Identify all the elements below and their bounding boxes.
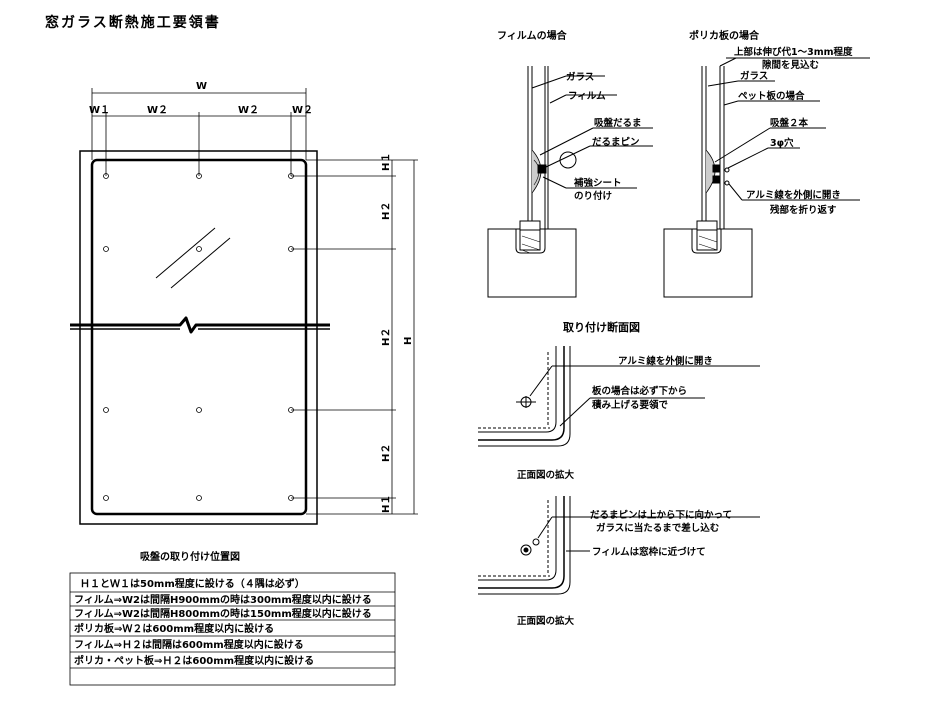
note-row: フィルム⇒W2は間隔H800mmの時は150mm程度以内に設ける — [74, 607, 372, 620]
label-reinforce: 補強シート — [573, 177, 622, 189]
polycarb-section-drawing — [663, 57, 870, 298]
film-section-drawing — [487, 66, 653, 298]
detail-2-caption: 正面図の拡大 — [517, 615, 575, 627]
suction-cup-point — [196, 246, 202, 252]
note-row: ポリカ・ペット板⇒Ｈ２は600mm程度以内に設ける — [74, 654, 314, 667]
width-dimensions — [91, 88, 307, 176]
label-reinforce-2: のり付け — [574, 190, 612, 202]
dim-h2-mid: H２ — [380, 328, 392, 346]
label-board-2: 積み上げる要領で — [591, 399, 669, 411]
label-glass: ガラス — [740, 70, 768, 82]
suction-cup-point — [196, 495, 202, 501]
dim-w2-a: W２ — [147, 104, 168, 116]
note-row: フィルム⇒Ｈ２は間隔は600mm程度以内に設ける — [74, 638, 304, 651]
polycarb-section-title: ポリカ板の場合 — [689, 29, 760, 42]
label-pin: だるまピンは上から下に向かって — [590, 509, 732, 521]
label-pin: だるまピン — [592, 136, 640, 148]
window-elevation — [70, 150, 330, 525]
glass-channel — [515, 229, 546, 254]
label-wire: アルミ線を外側に開き — [746, 189, 841, 201]
suction-cup-points — [103, 173, 294, 501]
label-wire-2: 残部を折り返す — [770, 204, 837, 216]
detail-1-caption: 正面図の拡大 — [517, 469, 575, 481]
label-suction: 吸盤だるま — [594, 117, 642, 129]
dim-h1-top: H１ — [380, 153, 392, 171]
label-wire: アルミ線を外側に開き — [618, 355, 713, 367]
dim-w: W — [196, 81, 207, 92]
detail-2-drawing — [478, 496, 760, 595]
detail-1-drawing — [478, 346, 760, 447]
dim-h2-lower: H２ — [380, 444, 392, 462]
label-board: 板の場合は必ず下から — [592, 385, 687, 397]
suction-cup-point — [103, 246, 109, 252]
label-pin-2: ガラスに当たるまで差し込む — [596, 522, 720, 534]
dim-h: H — [403, 337, 414, 345]
section-caption: 取り付け断面図 — [563, 320, 640, 334]
label-suction-two: 吸盤２本 — [770, 117, 809, 129]
suction-cup-point — [103, 407, 109, 413]
dim-h1-bottom: H１ — [380, 495, 392, 513]
dim-h2-upper: H２ — [380, 202, 392, 220]
note-row: Ｈ１とＷ１は50mm程度に設ける（４隅は必ず） — [80, 577, 305, 590]
label-top-gap-2: 隙間を見込む — [762, 59, 820, 71]
film-section-title: フィルムの場合 — [497, 29, 568, 42]
label-film: フィルム — [568, 91, 606, 102]
glass-reflection-mark — [155, 227, 216, 279]
dim-w1-left: W１ — [89, 104, 110, 116]
label-film: フィルムは窓枠に近づけて — [592, 546, 706, 558]
label-top-gap: 上部は伸び代1～3mm程度 — [734, 46, 853, 58]
break-line — [70, 316, 330, 334]
label-hole: 3φ穴 — [770, 137, 794, 149]
label-glass: ガラス — [566, 71, 594, 83]
suction-cup-point — [103, 495, 109, 501]
height-dimensions — [291, 159, 418, 515]
magnifier-circle — [559, 151, 577, 169]
window-frame-inner — [90, 158, 308, 516]
dim-w2-b: W２ — [238, 104, 259, 116]
dim-w2-right: W２ — [292, 104, 313, 116]
note-row: ポリカ板⇒Ｗ２は600mm程度以内に設ける — [74, 622, 274, 635]
note-row: フィルム⇒W2は間隔H900mmの時は300mm程度以内に設ける — [74, 593, 372, 606]
window-frame-outer — [79, 150, 318, 525]
page-title: 窓ガラス断熱施工要領書 — [45, 14, 221, 31]
notes-table — [69, 572, 396, 686]
label-pet: ペット板の場合 — [738, 90, 805, 102]
elevation-caption: 吸盤の取り付け位置図 — [140, 550, 240, 563]
suction-cup-point — [196, 407, 202, 413]
